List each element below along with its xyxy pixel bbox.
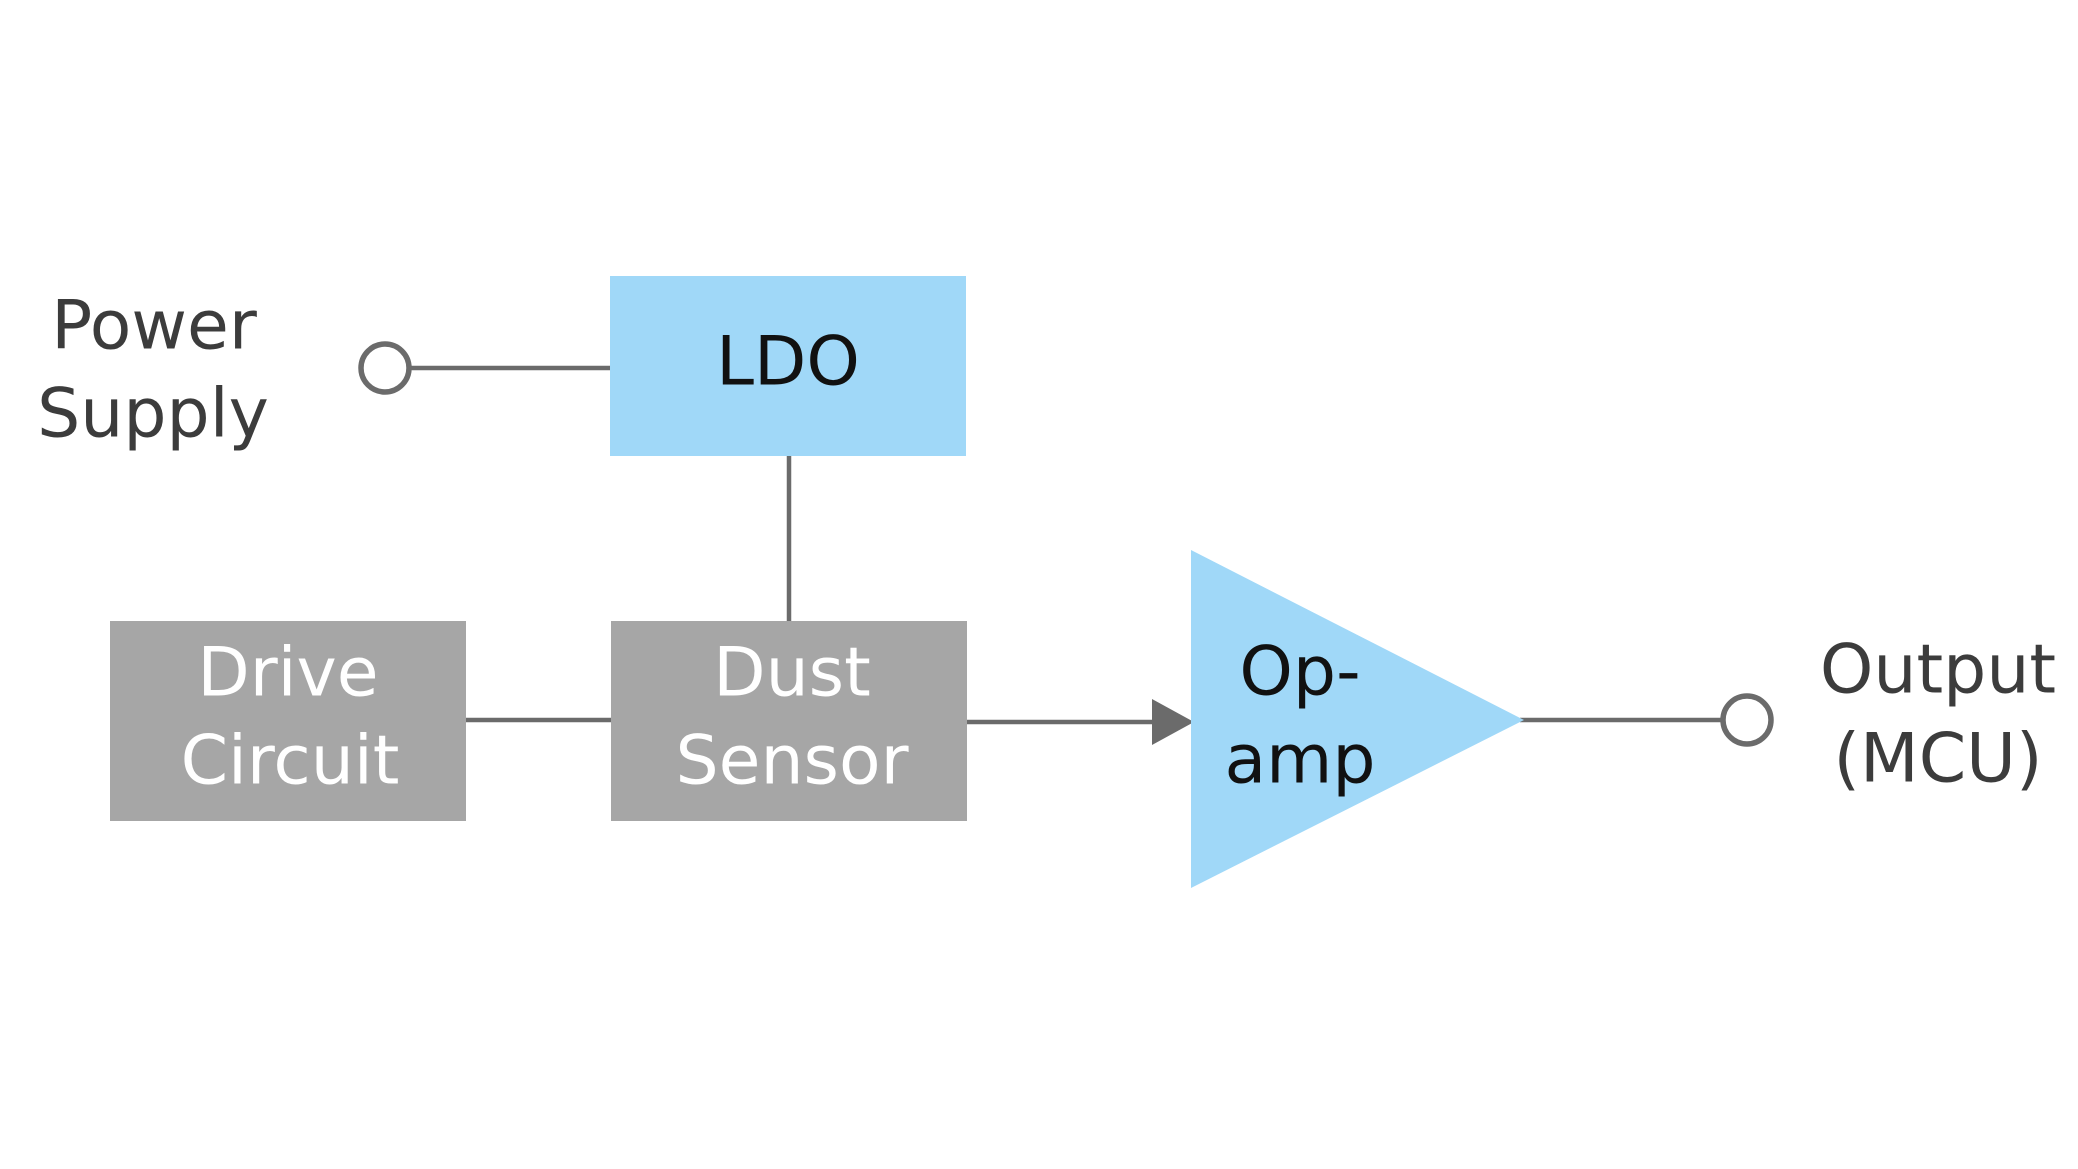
power-terminal-icon — [358, 341, 412, 395]
drive-circuit-block — [110, 621, 466, 821]
opamp-label-line2: amp — [1224, 721, 1375, 800]
drive-circuit-label-line1: Drive — [197, 634, 378, 713]
arrowhead-icon — [1152, 699, 1194, 745]
opamp-label-line1: Op- — [1239, 633, 1360, 712]
opamp-triangle — [1191, 550, 1524, 888]
ldo-block — [610, 276, 966, 456]
dust-sensor-label-line2: Sensor — [675, 722, 908, 801]
ldo-label: LDO — [716, 323, 860, 402]
dust-sensor-label-line1: Dust — [713, 634, 871, 713]
dust-sensor-block — [611, 621, 967, 821]
output-label-line2: (MCU) — [1834, 720, 2043, 799]
output-terminal-icon — [1720, 693, 1774, 747]
power-supply-label-line1: Power — [51, 287, 257, 366]
power-supply-label-line2: Supply — [37, 375, 269, 454]
drive-circuit-label-line2: Circuit — [181, 722, 400, 801]
output-label-line1: Output — [1820, 631, 2056, 710]
